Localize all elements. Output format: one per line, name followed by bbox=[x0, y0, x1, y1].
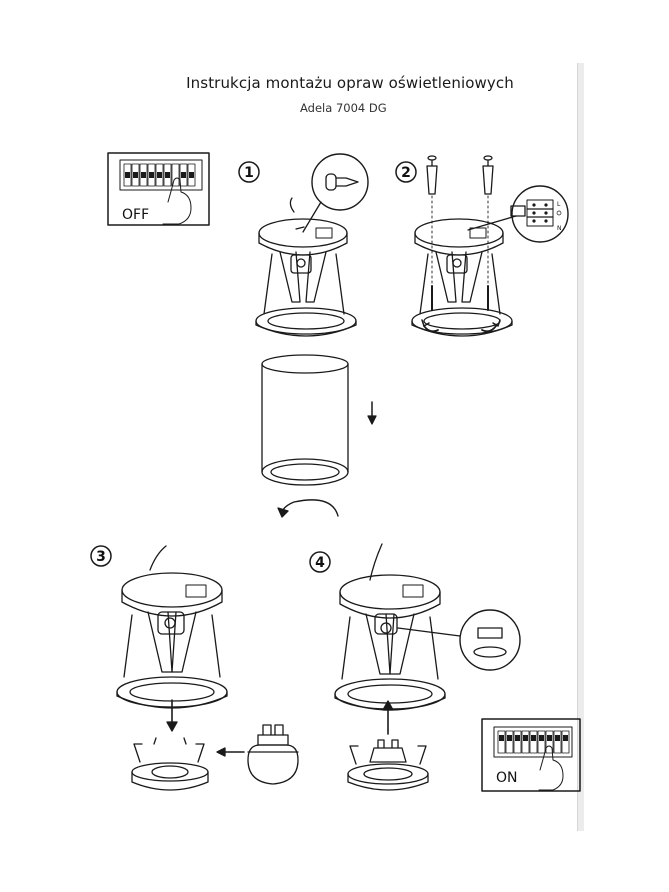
terminal-label-n: N bbox=[557, 225, 562, 232]
page-edge-rule bbox=[577, 63, 584, 831]
off-label: OFF bbox=[122, 207, 149, 223]
step-4-number: 4 bbox=[315, 555, 325, 571]
breaker-off-panel: OFF bbox=[107, 152, 210, 226]
step-1-number: 1 bbox=[244, 165, 254, 181]
step-4: 4 bbox=[309, 543, 521, 791]
step-2-number: 2 bbox=[401, 165, 411, 181]
cylinder-housing bbox=[261, 354, 377, 518]
breaker-on-panel: ON bbox=[481, 718, 581, 792]
document-subtitle: Adela 7004 DG bbox=[300, 101, 387, 115]
document-title: Instrukcja montażu opraw oświetleniowych bbox=[186, 74, 514, 92]
on-label: ON bbox=[496, 770, 518, 786]
step-1: 1 bbox=[238, 153, 369, 337]
step-3: 3 bbox=[90, 545, 299, 791]
step-2: 2 L N bbox=[395, 155, 569, 337]
terminal-label-l: L bbox=[557, 201, 561, 208]
step-3-number: 3 bbox=[96, 549, 106, 565]
